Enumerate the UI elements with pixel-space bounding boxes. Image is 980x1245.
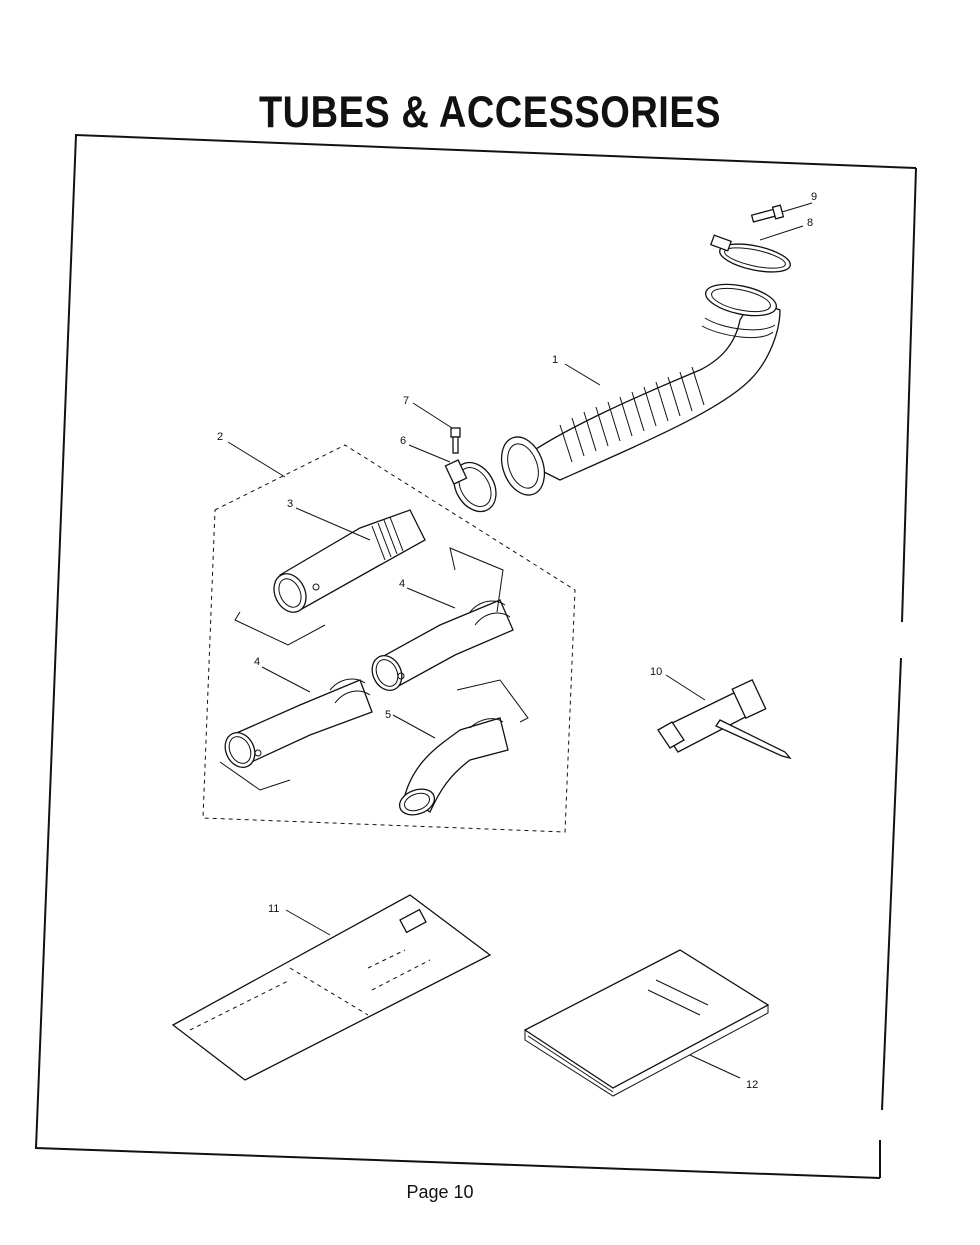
callout-9: 9	[811, 191, 817, 203]
callout-5: 5	[385, 709, 391, 721]
callout-3: 3	[287, 498, 293, 510]
owners-manual-part	[523, 949, 770, 1097]
callout-8: 8	[807, 217, 813, 229]
diagram-frame	[34, 133, 917, 1179]
callout-12: 12	[746, 1079, 758, 1091]
page-title: TUBES & ACCESSORIES	[258, 88, 722, 138]
upper-tube-part	[273, 509, 426, 613]
flex-tube-part	[500, 283, 781, 496]
callout-6: 6	[400, 435, 406, 447]
straight-tube-upper-part	[371, 599, 514, 692]
warranty-card-part	[171, 894, 492, 1081]
straight-tube-lower-part	[224, 678, 373, 769]
tube-set-boundary	[202, 444, 576, 833]
elbow-clamp-part	[709, 234, 791, 273]
callout-10: 10	[650, 666, 662, 678]
callout-4-lower: 4	[254, 656, 260, 668]
callout-1: 1	[552, 354, 558, 366]
leader-lines	[227, 202, 813, 1079]
elbow-screw-part	[750, 204, 785, 223]
assembly-guides	[219, 547, 529, 791]
clamp-screw-part	[450, 427, 461, 454]
callout-4-upper: 4	[399, 578, 405, 590]
callout-7: 7	[403, 395, 409, 407]
page-number: Page 10	[406, 1182, 474, 1202]
callout-2: 2	[217, 431, 223, 443]
callout-11: 11	[268, 903, 279, 915]
nozzle-part	[398, 717, 509, 816]
spark-plug-wrench-part	[657, 678, 792, 760]
hose-clamp-part	[444, 459, 497, 513]
